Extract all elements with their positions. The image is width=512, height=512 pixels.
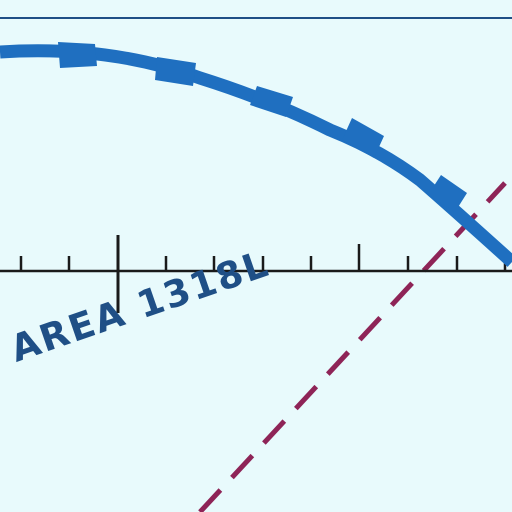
dashed-area-boundary [198, 181, 507, 512]
airspace-boundary-arc [0, 42, 512, 267]
